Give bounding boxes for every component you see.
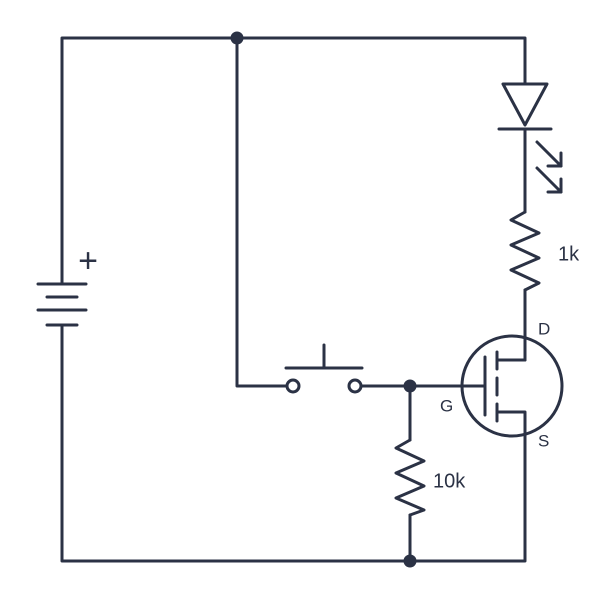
resistor-1k-label: 1k bbox=[558, 243, 580, 265]
led-emission-arrows bbox=[535, 140, 563, 194]
mosfet-drain-label: D bbox=[538, 319, 550, 338]
push-button[interactable] bbox=[284, 343, 364, 394]
battery-polarity-label: + bbox=[78, 242, 98, 280]
wire-to-button bbox=[235, 36, 288, 388]
junction-gate bbox=[403, 379, 417, 393]
led-triangle bbox=[501, 82, 549, 127]
mosfet-gate-label: G bbox=[440, 396, 453, 415]
resistor-10k-label: 10k bbox=[433, 470, 466, 492]
mosfet: D G S bbox=[440, 319, 564, 450]
junction-bottom bbox=[403, 554, 417, 568]
wire-top-left bbox=[60, 36, 239, 286]
led bbox=[497, 82, 563, 194]
resistor-1k: 1k bbox=[509, 210, 580, 292]
battery: + bbox=[36, 242, 98, 327]
junctions bbox=[230, 31, 417, 568]
mosfet-body bbox=[460, 334, 564, 438]
mosfet-source-label: S bbox=[538, 431, 549, 450]
junction-top bbox=[230, 31, 244, 45]
wire-left-lower bbox=[60, 323, 527, 563]
wire-top-right bbox=[235, 36, 527, 86]
resistor-10k: 10k bbox=[394, 438, 466, 517]
wires bbox=[60, 36, 527, 563]
